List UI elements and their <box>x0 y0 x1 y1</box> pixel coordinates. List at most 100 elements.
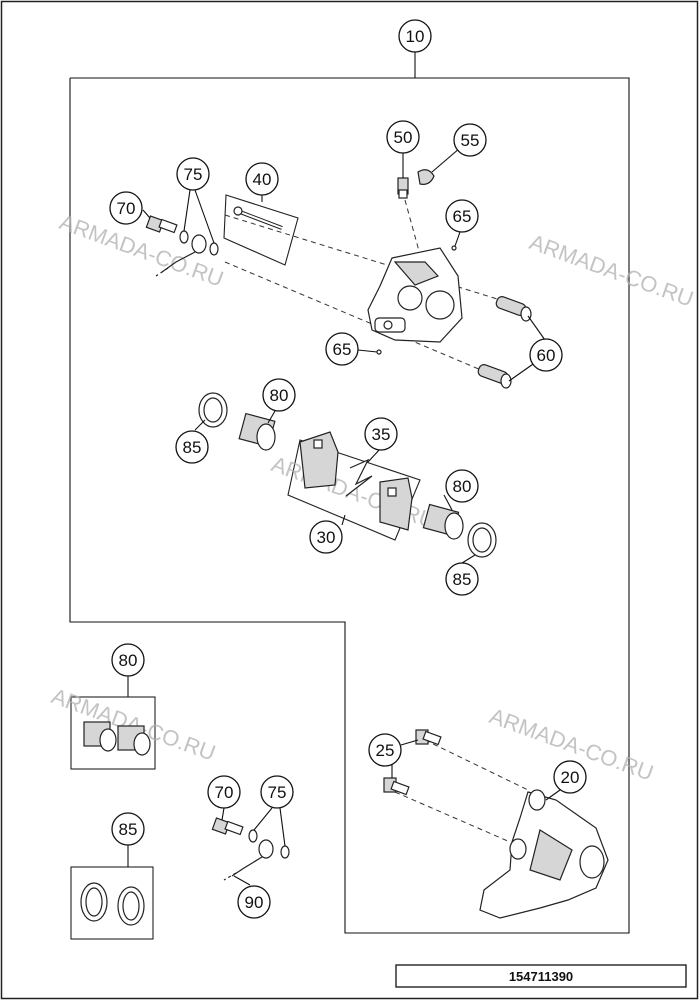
svg-text:85: 85 <box>183 438 202 457</box>
callout-75: 75 <box>260 775 294 809</box>
leader-25a <box>400 739 419 746</box>
svg-text:50: 50 <box>394 128 413 147</box>
brake-caliper-icon <box>367 247 463 343</box>
watermark-2: ARMADA-CO.RU <box>526 229 697 311</box>
piston-icon <box>83 721 117 752</box>
mounting-bolt-icon <box>415 729 442 746</box>
leader-60a <box>527 315 546 341</box>
leader-35 <box>367 448 381 463</box>
leader-65b <box>357 349 378 353</box>
svg-text:80: 80 <box>119 651 138 670</box>
svg-text:90: 90 <box>245 893 264 912</box>
callout-85: 85 <box>445 562 479 596</box>
plug-icon <box>376 349 382 355</box>
piston-seal-icon <box>467 522 497 558</box>
svg-text:85: 85 <box>119 820 138 839</box>
assembly-line-1 <box>224 214 521 307</box>
piston-icon <box>238 412 276 451</box>
assembly-line-4 <box>424 739 529 791</box>
copper-washer-icon <box>248 829 258 843</box>
callout-30: 30 <box>309 520 343 554</box>
assembly-outline <box>69 77 630 934</box>
leader-90 <box>233 875 251 886</box>
callout-70: 70 <box>109 191 143 225</box>
figure-number-box: 154711390 <box>395 964 687 988</box>
leader-80a <box>267 410 276 424</box>
copper-washer-icon <box>209 242 219 256</box>
callout-10: 10 <box>398 19 432 53</box>
svg-text:70: 70 <box>117 199 136 218</box>
leader-75a2 <box>194 189 215 244</box>
svg-text:75: 75 <box>184 165 203 184</box>
leader-75a <box>183 189 191 232</box>
leader-60b <box>508 361 537 382</box>
assembly-line-2 <box>224 261 501 379</box>
callout-80: 80 <box>445 469 479 503</box>
svg-text:70: 70 <box>215 783 234 802</box>
svg-text:60: 60 <box>537 346 556 365</box>
seal-set-box <box>70 866 154 940</box>
caliper-bracket-icon <box>479 789 609 919</box>
svg-text:35: 35 <box>372 425 391 444</box>
leader-65a <box>454 231 461 247</box>
callout-85: 85 <box>175 430 209 464</box>
piston-seal-icon <box>198 392 228 428</box>
caliper-pin-icon <box>233 206 283 230</box>
leader-30 <box>341 514 346 526</box>
piston-icon <box>117 725 151 756</box>
svg-text:20: 20 <box>561 768 580 787</box>
svg-text:154711390: 154711390 <box>509 969 573 984</box>
leader-55 <box>431 147 461 173</box>
banjo-bolt-icon <box>145 215 178 234</box>
callout-25: 25 <box>368 733 402 767</box>
piston-seal-icon <box>117 886 145 926</box>
svg-text:65: 65 <box>333 340 352 359</box>
bleeder-screw-icon <box>397 177 409 199</box>
banjo-bolt-icon <box>211 817 244 836</box>
svg-text:75: 75 <box>268 783 287 802</box>
callout-55: 55 <box>453 123 487 157</box>
guide-bushing-icon <box>495 296 532 322</box>
callout-80: 80 <box>262 378 296 412</box>
leader-75b2 <box>279 807 286 847</box>
callout-50: 50 <box>386 120 420 154</box>
brake-pad-icon <box>299 431 339 489</box>
callout-90: 90 <box>237 885 271 919</box>
leader-85a <box>194 419 206 431</box>
callout-60: 60 <box>529 338 563 372</box>
piston-set-box <box>70 696 156 770</box>
pad-spring-icon <box>345 458 373 497</box>
leader-85b <box>461 554 476 564</box>
callout-65: 65 <box>325 332 359 366</box>
svg-text:40: 40 <box>253 170 272 189</box>
leader-70b <box>221 807 225 821</box>
leader-75b1 <box>253 807 273 831</box>
pin-kit-box <box>223 194 299 266</box>
copper-washer-icon <box>179 230 189 244</box>
brake-line-icon <box>155 234 207 277</box>
pad-set-box <box>287 439 421 541</box>
watermark-4: ARMADA-CO.RU <box>48 683 219 765</box>
leader-70a <box>142 209 151 219</box>
callout-85: 85 <box>111 812 145 846</box>
leader-20 <box>545 789 561 801</box>
svg-text:10: 10 <box>406 27 425 46</box>
leader-80b <box>443 494 453 511</box>
assembly-line-5 <box>394 791 511 843</box>
guide-bushing-icon <box>477 364 512 389</box>
copper-washer-icon <box>280 845 290 859</box>
callout-20: 20 <box>553 760 587 794</box>
piston-seal-icon <box>80 882 108 922</box>
callout-70: 70 <box>207 775 241 809</box>
svg-text:80: 80 <box>453 477 472 496</box>
svg-text:25: 25 <box>376 741 395 760</box>
callout-75: 75 <box>176 157 210 191</box>
callout-35: 35 <box>364 417 398 451</box>
svg-text:85: 85 <box>453 570 472 589</box>
piston-icon <box>422 503 464 540</box>
svg-text:30: 30 <box>317 528 336 547</box>
svg-text:80: 80 <box>270 386 289 405</box>
watermark-3: ARMADA-CO.RU <box>268 451 439 533</box>
